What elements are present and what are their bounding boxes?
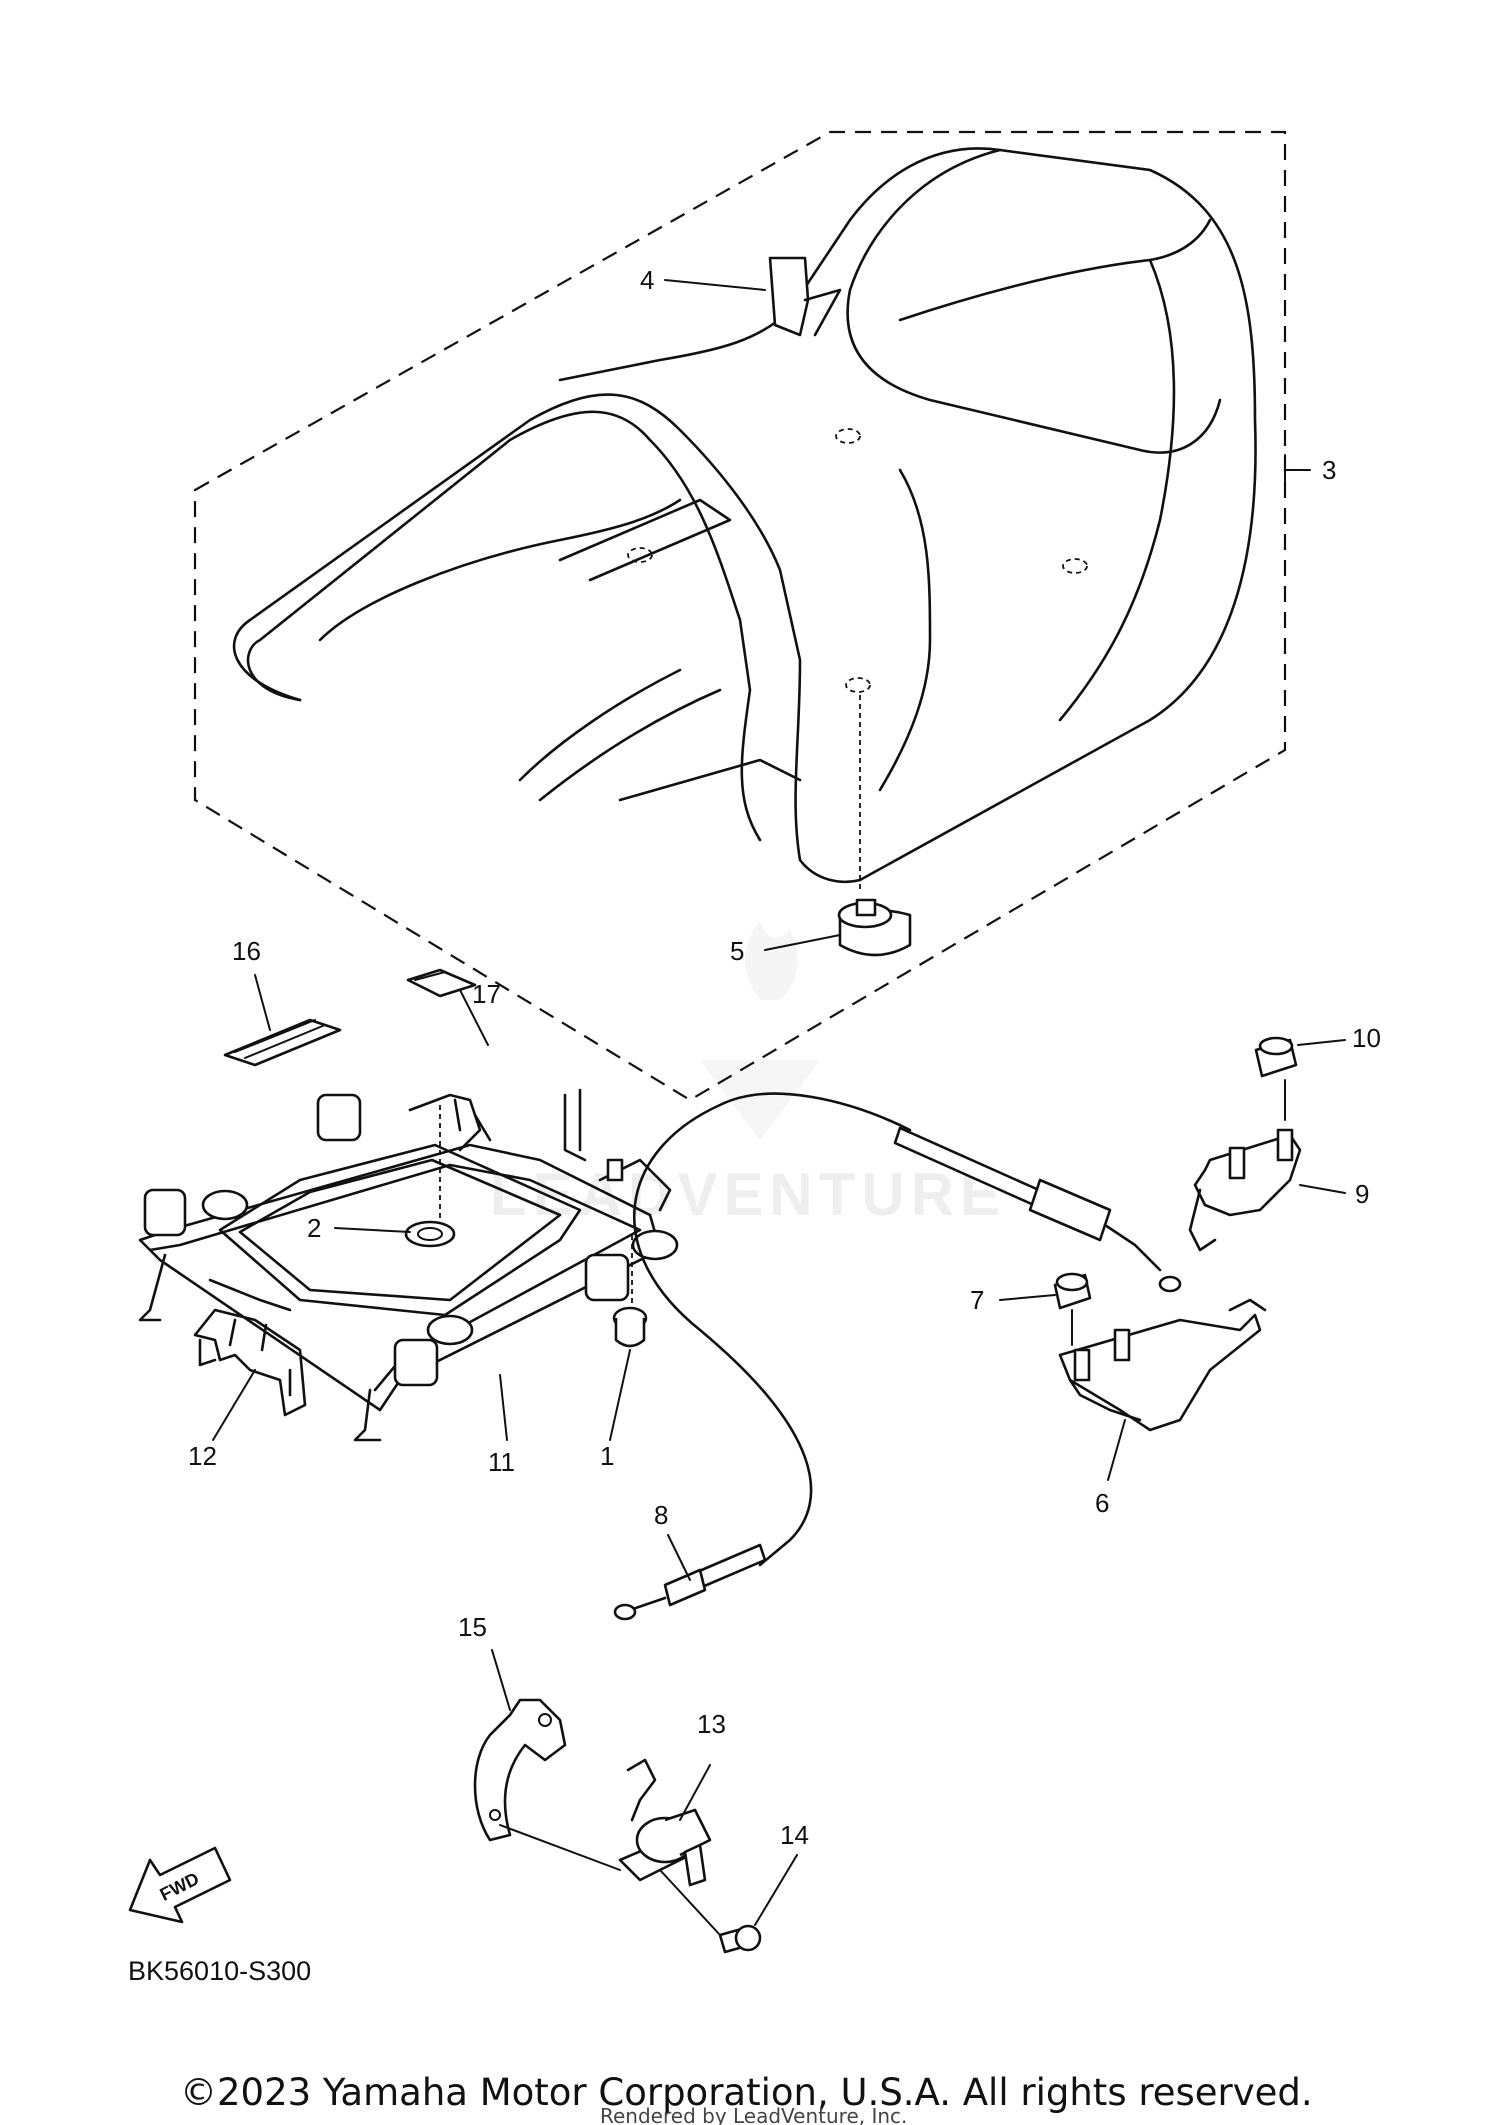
callout-3: 3 [1322, 455, 1336, 485]
callout-4: 4 [640, 265, 654, 295]
callout-6: 6 [1095, 1488, 1109, 1518]
watermark-text: LEADVENTURE [490, 1161, 1006, 1228]
callout-9: 9 [1355, 1179, 1369, 1209]
part-6-lock-lever [1058, 1298, 1267, 1432]
callout-7: 7 [970, 1285, 984, 1315]
callout-numbers: 1 2 3 4 5 6 7 8 9 10 11 12 13 14 15 16 1… [188, 265, 1381, 1850]
diagram-code: BK56010-S300 [128, 1956, 311, 1986]
part-12-bracket [193, 1308, 307, 1417]
part-9-bracket [1188, 1128, 1302, 1252]
part-2-grommet [404, 1105, 456, 1248]
part-11-seat-base [138, 1088, 679, 1442]
callout-2: 2 [307, 1213, 321, 1243]
part-7-nut [1053, 1272, 1092, 1346]
callout-15: 15 [458, 1612, 487, 1642]
callout-10: 10 [1352, 1023, 1381, 1053]
part-15-plate [473, 1698, 621, 1871]
part-5-damper [837, 695, 912, 957]
callout-1: 1 [600, 1441, 614, 1471]
rendered-by: Rendered by LeadVenture, Inc. [600, 2104, 907, 2125]
part-16-label [223, 1018, 342, 1067]
watermark-logo [700, 920, 820, 1140]
leader-lines [212, 279, 1346, 1926]
part-14-screw [718, 1924, 762, 1954]
part-13-lock [618, 1758, 721, 1936]
callout-5: 5 [730, 936, 744, 966]
part-10-nut [1254, 1036, 1298, 1121]
seat-assembly-boundary [193, 130, 1287, 1102]
callout-14: 14 [780, 1820, 809, 1850]
part-8-cable [613, 1092, 1182, 1621]
callout-12: 12 [188, 1441, 217, 1471]
seat-drawing [232, 147, 1257, 884]
part-17-label [406, 968, 477, 998]
callout-16: 16 [232, 936, 261, 966]
callout-8: 8 [654, 1500, 668, 1530]
copyright-notice: ©2023 Yamaha Motor Corporation, U.S.A. A… [180, 2071, 1313, 2114]
fwd-arrow-icon: FWD [128, 1846, 232, 1924]
callout-13: 13 [697, 1709, 726, 1739]
part-1-grommet [612, 1235, 648, 1348]
callout-17: 17 [472, 979, 501, 1009]
callout-11: 11 [488, 1447, 515, 1477]
